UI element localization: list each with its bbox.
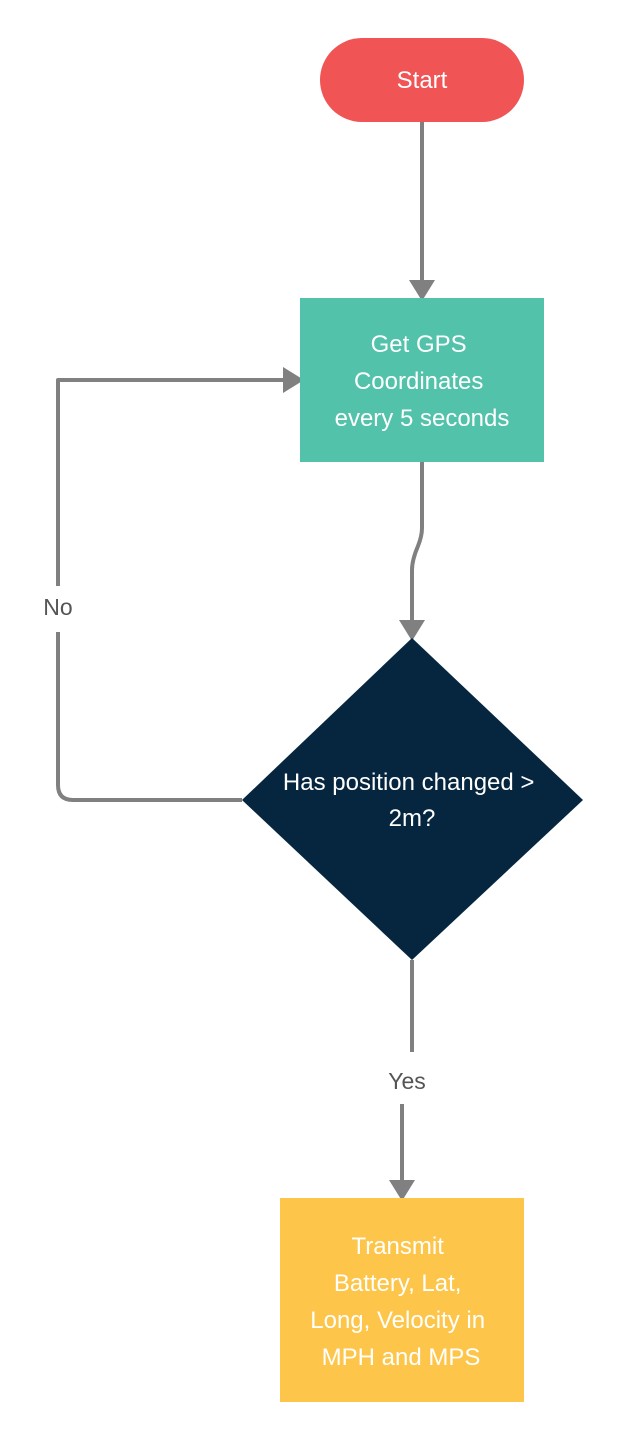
- get-gps-node: [300, 298, 544, 462]
- connector-no-loop-upper: [56, 378, 285, 586]
- transmit-line-4: MPH and MPS: [322, 1344, 481, 1371]
- decision-label: Has position changed > 2m?: [283, 769, 541, 832]
- transmit-node: [280, 1198, 524, 1402]
- get-gps-label: Get GPS Coordinates every 5 seconds: [335, 331, 510, 432]
- start-node: [320, 38, 524, 122]
- get-gps-line-3: every 5 seconds: [335, 405, 510, 432]
- decision-line-1: Has position changed >: [283, 769, 535, 796]
- decision-node: [242, 638, 583, 960]
- get-gps-line-1: Get GPS: [371, 331, 467, 358]
- transmit-label: Transmit Battery, Lat, Long, Velocity in…: [310, 1233, 491, 1371]
- no-label: No: [43, 594, 72, 620]
- transmit-line-1: Transmit: [351, 1233, 444, 1260]
- get-gps-line-2: Coordinates: [354, 368, 483, 395]
- start-label: Start: [397, 67, 448, 94]
- arrowhead-start-to-gps: [409, 280, 435, 301]
- yes-label: Yes: [388, 1068, 426, 1094]
- arrowhead-no-to-gps: [283, 367, 304, 393]
- transmit-line-3: Long, Velocity in: [310, 1307, 485, 1334]
- decision-line-2: 2m?: [389, 805, 436, 832]
- arrowhead-yes-to-transmit: [389, 1180, 415, 1201]
- connector-gps-to-decision: [410, 461, 424, 622]
- connector-no-loop-lower: [56, 632, 242, 802]
- arrowhead-gps-to-decision: [399, 620, 425, 641]
- transmit-line-2: Battery, Lat,: [334, 1270, 462, 1297]
